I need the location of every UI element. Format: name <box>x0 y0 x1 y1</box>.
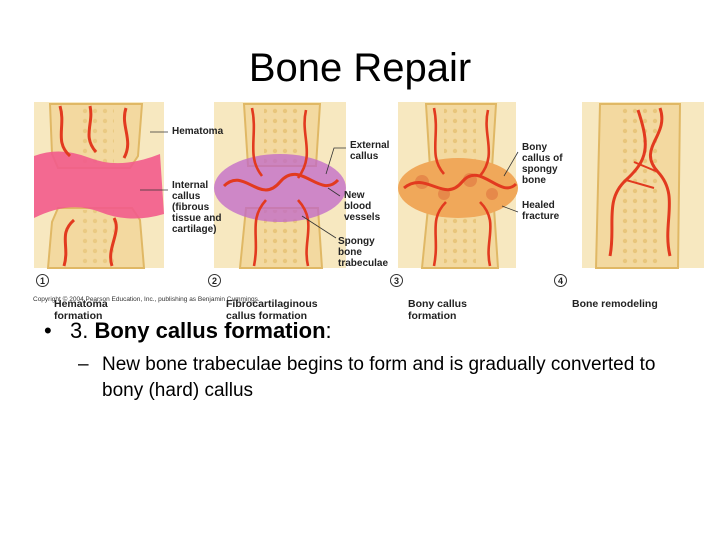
stage-1-hematoma-illustration <box>34 102 164 269</box>
bullet-dot: • <box>44 318 52 343</box>
label-external-callus: External callus <box>350 140 390 162</box>
bullet-main-prefix: 3. <box>70 318 95 343</box>
bullet-sub-text: New bone trabeculae begins to form and i… <box>102 354 656 401</box>
stage-3-bony-callus-illustration <box>398 102 518 269</box>
stage-3-caption: 3 Bony callus formation <box>390 274 467 322</box>
label-spongy-bone-trabeculae: Spongy bone trabeculae <box>338 236 389 269</box>
stage-label: Hematoma formation <box>54 298 108 322</box>
bullet-dash: – <box>78 354 89 375</box>
stage-number: 4 <box>554 274 567 287</box>
copyright-notice: Copyright © 2004 Pearson Education, Inc.… <box>33 296 260 303</box>
stage-1-caption: 1 Hematoma formation <box>36 274 108 322</box>
bullet-main: • 3. Bony callus formation: <box>44 316 684 346</box>
label-new-blood-vessels: New blood vessels <box>344 190 381 223</box>
stage-4-remodeling-illustration <box>582 102 704 269</box>
label-healed-fracture: Healed fracture <box>522 200 560 222</box>
stage-label: Bony callus formation <box>408 298 467 322</box>
stage-2-caption: 2 Fibrocartilaginous callus formation <box>208 274 318 322</box>
label-hematoma: Hematoma <box>172 126 224 137</box>
label-bony-callus: Bony callus of spongy bone <box>522 142 563 186</box>
stage-number: 2 <box>208 274 221 287</box>
label-internal-callus: Internal callus (fibrous tissue and cart… <box>172 180 222 235</box>
bone-repair-figure: Hematoma Internal callus (fibrous tissue… <box>30 96 720 322</box>
stage-label: Fibrocartilaginous callus formation <box>226 298 318 322</box>
slide-title: Bone Repair <box>248 46 472 90</box>
bullet-sub: – New bone trabeculae begins to form and… <box>78 352 684 404</box>
stage-label: Bone remodeling <box>572 298 658 310</box>
bullet-main-bold: Bony callus formation <box>94 318 326 343</box>
stage-4-caption: 4 Bone remodeling <box>554 274 658 310</box>
bullet-main-suffix: : <box>325 318 332 343</box>
bone-repair-illustration <box>34 102 704 269</box>
stage-number: 1 <box>36 274 49 287</box>
leader-lines <box>140 131 519 239</box>
bullet-list: • 3. Bony callus formation: – New bone t… <box>44 316 684 404</box>
stage-2-fibrocartilage-illustration <box>214 102 346 269</box>
stage-number: 3 <box>390 274 403 287</box>
